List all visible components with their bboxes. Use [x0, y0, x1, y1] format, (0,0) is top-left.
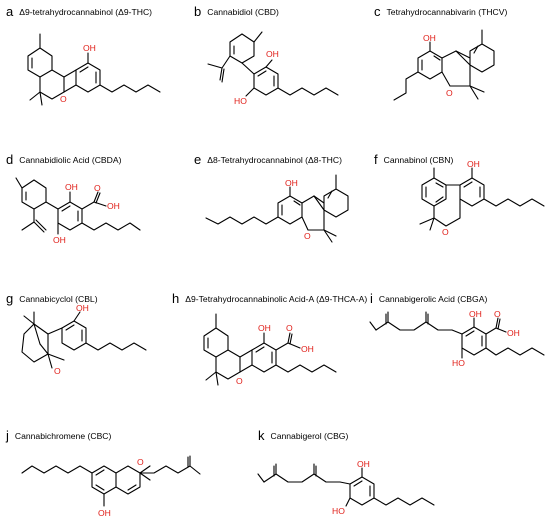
- hydroxyl-label-d-bottom: OH: [53, 235, 66, 245]
- ring-oxygen-label-g: O: [54, 366, 61, 376]
- hydroxyl-label-e: OH: [285, 178, 298, 188]
- hydroxyl-label-i-top: OH: [469, 309, 482, 319]
- hydroxyl-label-g: OH: [76, 303, 89, 313]
- hydroxyl-label-k-bottom: HO: [332, 506, 345, 516]
- carbonyl-oxygen-label-i: O: [494, 309, 501, 319]
- ring-oxygen-label-f: O: [442, 227, 449, 237]
- structure-k-cbg: [257, 463, 435, 507]
- hydroxyl-label-c: OH: [423, 33, 436, 43]
- carbonyl-oxygen-label-d: O: [94, 183, 101, 193]
- hydroxyl-label-d-top: OH: [65, 182, 78, 192]
- structure-h-d9-thca-a: [203, 313, 337, 386]
- acid-hydroxyl-label-h: OH: [301, 344, 314, 354]
- structure-b-cbd: [207, 31, 339, 97]
- ring-oxygen-label-j: O: [137, 457, 144, 467]
- hydroxyl-label-j: OH: [98, 508, 111, 518]
- acid-hydroxyl-label-d: OH: [107, 201, 120, 211]
- hydroxyl-label-a: OH: [83, 43, 96, 53]
- structure-j-cbc: [21, 455, 201, 507]
- hydroxyl-label-b-top: OH: [266, 49, 279, 59]
- hydroxyl-label-k-top: OH: [357, 459, 370, 469]
- hydroxyl-label-h: OH: [258, 323, 271, 333]
- ring-oxygen-label-a: O: [60, 94, 67, 104]
- ring-oxygen-label-h: O: [236, 376, 243, 386]
- acid-hydroxyl-label-i: OH: [507, 328, 520, 338]
- hydroxyl-label-b-bottom: HO: [234, 96, 247, 106]
- structure-a-d9-thc: [27, 33, 161, 106]
- carbonyl-oxygen-label-h: O: [286, 323, 293, 333]
- structure-c-thcv: [393, 29, 495, 101]
- structure-d-cbda: [15, 177, 141, 235]
- heteroatom-labels: OH O OH HO OH O OH O OH OH OH O OH O OH …: [53, 33, 520, 518]
- structure-e-d8-thc: [205, 174, 349, 243]
- structure-f-cbn: [419, 167, 545, 231]
- structure-g-cbl: [21, 311, 147, 369]
- ring-oxygen-label-c: O: [446, 88, 453, 98]
- hydroxyl-label-i-bottom: HO: [452, 358, 465, 368]
- hydroxyl-label-f: OH: [467, 159, 480, 169]
- structure-i-cbga: [369, 311, 545, 359]
- ring-oxygen-label-e: O: [304, 231, 311, 241]
